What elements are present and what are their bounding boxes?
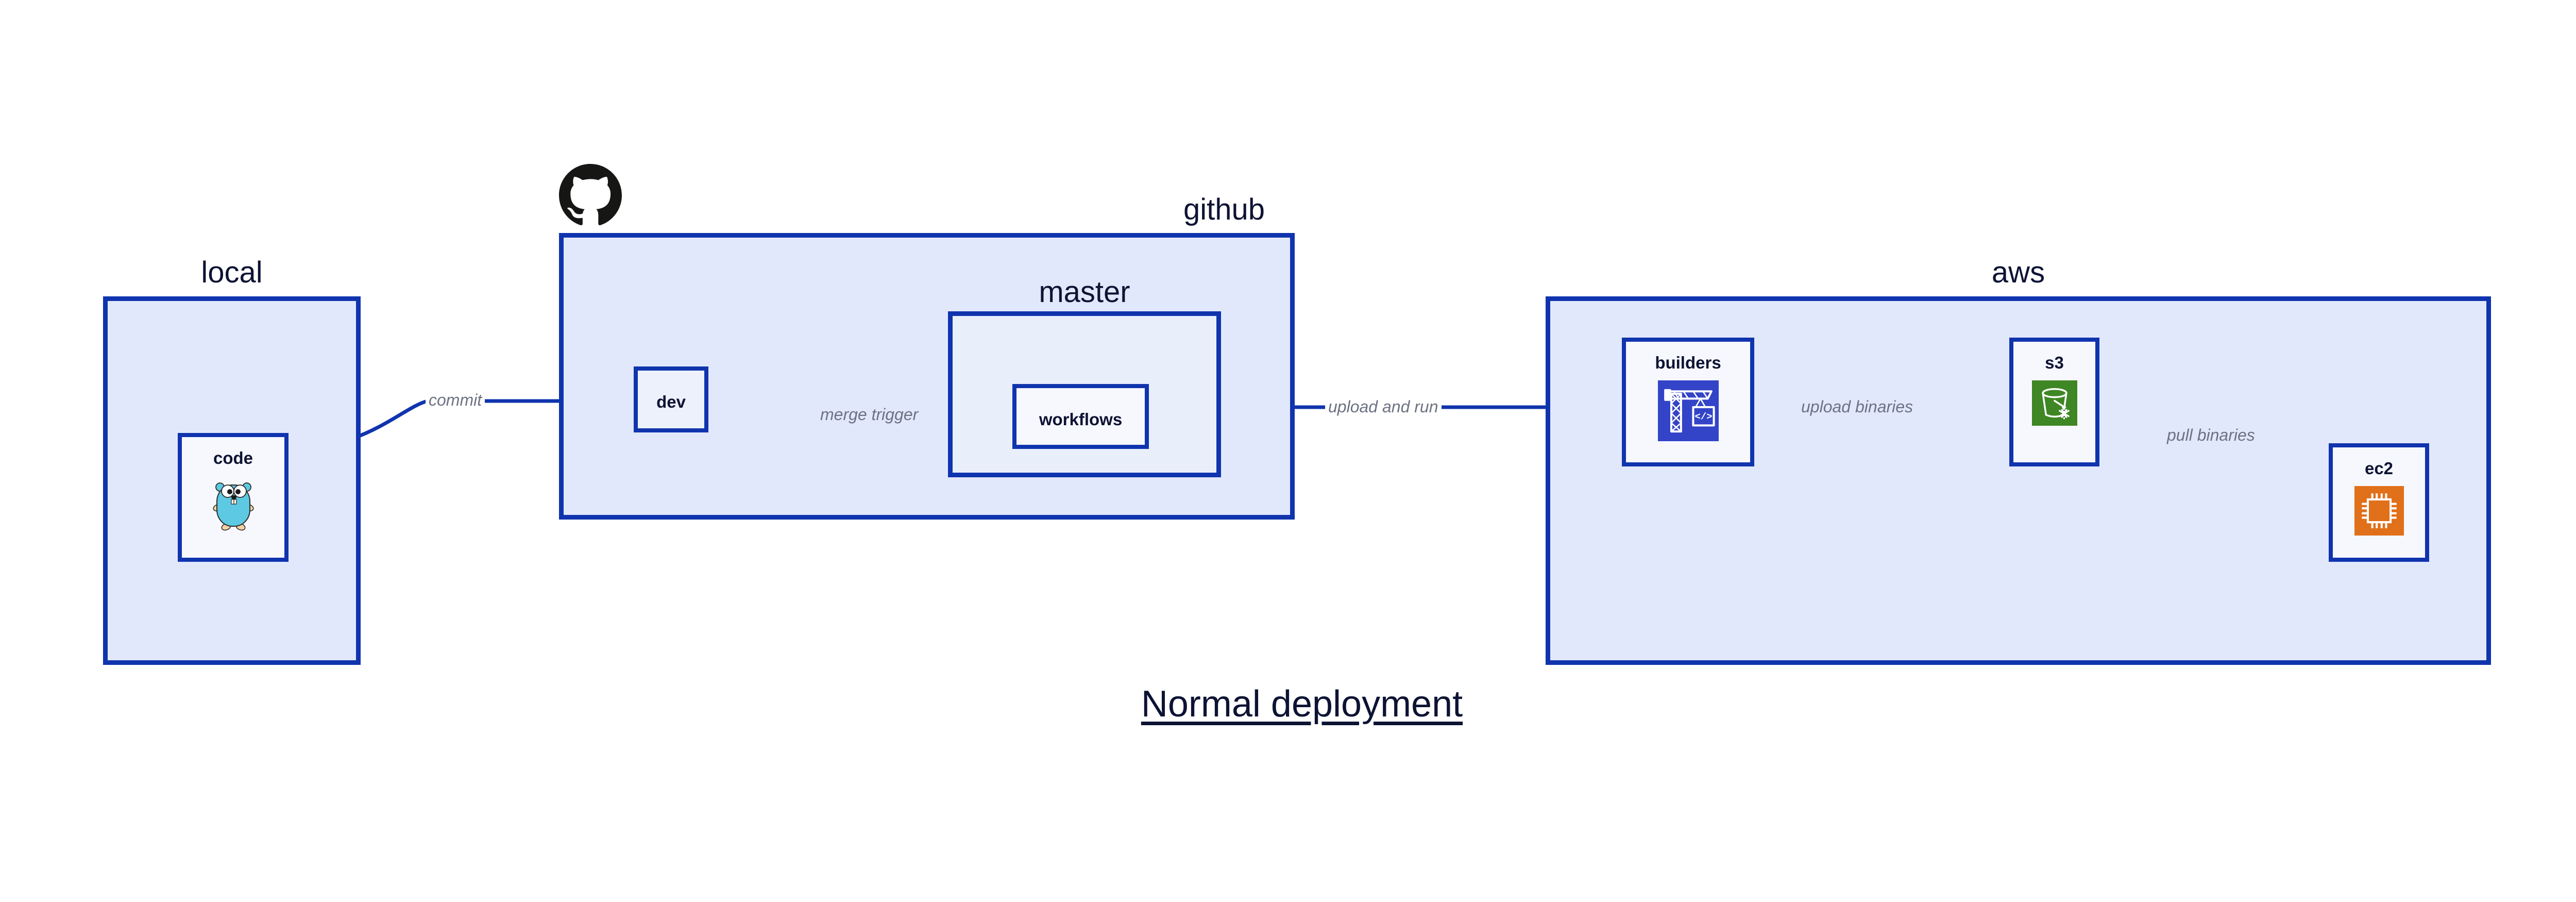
edge-label-commit: commit — [426, 392, 485, 408]
group-label-aws: aws — [1991, 256, 2045, 289]
node-ec2[interactable]: ec2 — [2329, 443, 2429, 562]
node-code[interactable]: code — [178, 433, 289, 562]
node-label-dev: dev — [656, 392, 686, 411]
group-label-master: master — [1039, 275, 1130, 309]
node-label-builders: builders — [1655, 353, 1721, 372]
node-label-s3: s3 — [2045, 353, 2064, 372]
node-label-workflows: workflows — [1039, 410, 1123, 429]
edge-label-merge-trigger: merge trigger — [820, 405, 919, 424]
cpu-chip-icon — [2354, 486, 2404, 538]
page-title: Normal deployment — [1141, 683, 1463, 725]
s3-bucket-icon — [2031, 380, 2077, 428]
svg-text:</>: </> — [1694, 411, 1712, 423]
edge-label-upload-binaries: upload binaries — [1801, 397, 1913, 416]
node-label-code: code — [213, 448, 253, 467]
node-dev[interactable]: dev — [634, 366, 708, 432]
node-builders[interactable]: builders </> — [1622, 338, 1754, 466]
github-octocat-logo — [559, 164, 622, 229]
node-workflows[interactable]: workflows — [1012, 384, 1149, 449]
node-s3[interactable]: s3 — [2009, 338, 2099, 466]
group-label-local: local — [201, 256, 263, 289]
edge-label-upload-and-run: upload and run — [1325, 398, 1442, 415]
group-label-github: github — [1183, 193, 1265, 226]
go-gopher-icon — [210, 476, 257, 535]
edge-label-pull-binaries: pull binaries — [2167, 426, 2255, 444]
node-label-ec2: ec2 — [2364, 459, 2394, 478]
crane-code-icon: </> — [1657, 380, 1719, 444]
